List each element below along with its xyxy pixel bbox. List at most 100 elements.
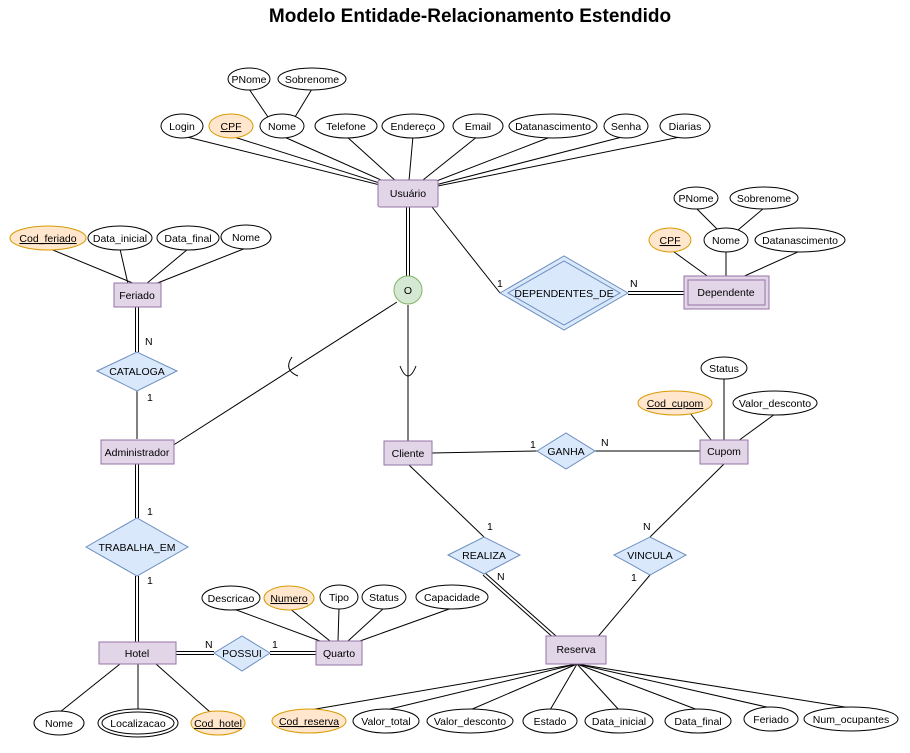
entity-cliente: Cliente [383,440,433,466]
attribute-dependente-cpf-key: CPF [648,227,692,253]
entity-usuario: Usuário [377,179,439,208]
svg-text:Dependente: Dependente [697,287,754,299]
svg-text:Data_inicial: Data_inicial [592,716,646,728]
attribute-endereco: Endereço [381,113,445,139]
svg-text:CATALOGA: CATALOGA [109,366,165,378]
card-vincula-n: N [643,521,651,533]
svg-text:CPF: CPF [660,235,681,247]
svg-text:Sobrenome: Sobrenome [737,193,791,205]
svg-text:Num_ocupantes: Num_ocupantes [813,714,889,726]
diagram-title: Modelo Entidade-Relacionamento Estendido [268,6,672,27]
svg-text:Nome: Nome [232,232,260,244]
subset-arc-admin [288,356,299,377]
card-cataloga-n: N [145,336,153,348]
svg-text:TRABALHA_EM: TRABALHA_EM [98,542,175,554]
card-trabalha-em-1a: 1 [147,506,153,518]
svg-text:Administrador: Administrador [105,447,170,459]
svg-text:Data_final: Data_final [164,233,211,245]
svg-text:Cod_feriado: Cod_feriado [19,233,76,245]
double-lines [135,207,686,655]
relationship-possui: POSSUI [213,635,271,672]
attribute-diarias: Diarias [659,113,711,139]
svg-text:Quarto: Quarto [323,648,355,660]
card-possui-n: N [205,639,213,651]
svg-text:Telefone: Telefone [326,121,366,133]
svg-text:Cod_hotel: Cod_hotel [194,718,242,730]
attribute-nome-feriado: Nome [220,224,272,250]
attribute-datanascimento: Datanascimento [508,113,598,139]
attribute-valor-desconto-cupom: Valor_desconto [732,390,818,416]
svg-text:Status: Status [709,363,739,375]
attribute-login: Login [160,113,204,139]
entity-cupom: Cupom [699,439,749,465]
attribute-status-cupom: Status [700,356,748,380]
svg-text:Numero: Numero [270,593,308,605]
attribute-sobrenome: Sobrenome [277,67,347,91]
attribute-cpf-key: CPF [208,113,254,139]
relationship-ganha: GANHA [536,432,596,470]
card-trabalha-em-1b: 1 [147,575,153,587]
entity-quarto: Quarto [315,640,363,666]
attribute-valor-total: Valor_total [352,708,420,734]
svg-text:O: O [404,285,412,297]
svg-text:Cod_reserva: Cod_reserva [279,716,339,728]
attribute-telefone: Telefone [314,113,378,139]
card-realiza-n: N [497,571,505,583]
entity-administrador: Administrador [100,439,175,465]
card-vincula-1: 1 [631,572,637,584]
svg-text:REALIZA: REALIZA [462,550,506,562]
svg-text:Data_final: Data_final [674,716,721,728]
svg-text:GANHA: GANHA [547,446,584,458]
attribute-data-inicial-feriado: Data_inicial [87,225,153,251]
connector-lines [47,88,852,713]
attribute-estado: Estado [522,708,578,734]
attribute-pnome: PNome [227,67,271,91]
svg-text:Valor_desconto: Valor_desconto [739,398,811,410]
svg-text:Sobrenome: Sobrenome [285,74,339,86]
svg-text:Senha: Senha [611,121,642,133]
entity-dependente: Dependente [683,275,770,310]
attribute-cod-reserva-key: Cod_reserva [271,708,347,734]
svg-text:Nome: Nome [268,121,296,133]
subset-arc-cliente [399,365,417,377]
card-realiza-1: 1 [487,521,493,533]
svg-text:POSSUI: POSSUI [222,648,262,660]
relationship-realiza: REALIZA [446,536,522,575]
attribute-num-ocupantes: Num_ocupantes [803,706,899,732]
attribute-dependente-nome: Nome [703,227,749,253]
card-cataloga-1: 1 [147,392,153,404]
svg-text:Email: Email [465,121,491,133]
svg-text:Cliente: Cliente [392,448,425,460]
entity-feriado: Feriado [113,282,162,308]
relationship-cataloga: CATALOGA [95,351,179,392]
attribute-numero-key: Numero [263,585,315,611]
attribute-dependente-datanascimento: Datanascimento [754,227,846,253]
svg-text:Datanascimento: Datanascimento [762,235,838,247]
svg-text:Reserva: Reserva [556,644,595,656]
cardinality-labels: 1 N N 1 1 1 1 N 1 N N 1 N 1 [145,278,651,651]
svg-text:Cupom: Cupom [707,446,741,458]
svg-text:Feriado: Feriado [119,290,155,302]
svg-text:Data_inicial: Data_inicial [93,233,147,245]
attribute-nome-hotel: Nome [33,710,85,736]
attribute-senha: Senha [603,113,649,139]
attribute-nome: Nome [259,113,305,139]
svg-text:Valor_total: Valor_total [361,716,410,728]
attribute-cod-cupom-key: Cod_cupom [637,390,713,416]
card-dependentes-de-n: N [630,278,638,290]
svg-text:Endereço: Endereço [391,121,436,133]
card-ganha-1: 1 [530,439,536,451]
attribute-feriado-reserva: Feriado [743,706,799,732]
svg-text:Status: Status [369,592,399,604]
attribute-valor-desconto-reserva: Valor_desconto [426,708,514,734]
attribute-dependente-sobrenome: Sobrenome [729,186,799,210]
card-ganha-n: N [601,437,609,449]
svg-text:Valor_desconto: Valor_desconto [434,716,506,728]
svg-text:Datanascimento: Datanascimento [515,121,591,133]
relationship-dependentes-de: DEPENDENTES_DE [499,255,629,331]
attribute-email: Email [452,113,504,139]
attribute-data-final-feriado: Data_final [156,225,220,251]
attribute-tipo: Tipo [319,584,359,610]
entity-reserva: Reserva [545,635,607,665]
svg-text:VINCULA: VINCULA [627,550,673,562]
